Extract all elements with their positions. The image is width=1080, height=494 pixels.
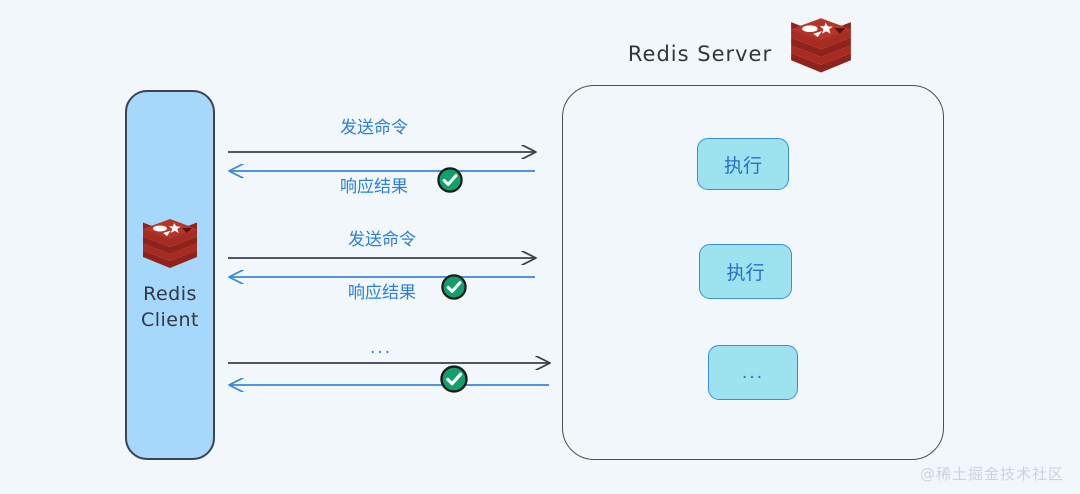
response-label-2: 响应结果	[348, 283, 416, 303]
redis-logo-icon	[791, 18, 851, 73]
server-title: Redis Server	[627, 42, 773, 66]
success-check-icon	[441, 274, 467, 300]
exchange-2-arrows	[228, 258, 536, 277]
request-label-2: 发送命令	[348, 230, 416, 250]
client-label-line2: Client	[140, 309, 199, 331]
response-label-1: 响应结果	[340, 177, 408, 197]
exchange-3-arrows	[228, 363, 550, 385]
redis-client-box[interactable]: Redis Client	[125, 90, 215, 460]
exec-box-2[interactable]: 执行	[699, 244, 792, 299]
client-label-line1: Redis	[143, 283, 197, 305]
redis-logo-icon	[143, 219, 197, 268]
request-label-1: 发送命令	[340, 118, 408, 138]
success-check-icon	[440, 365, 468, 393]
watermark: @稀土掘金技术社区	[919, 465, 1064, 483]
exchange-1-arrows	[228, 152, 536, 171]
exec-box-1[interactable]: 执行	[697, 138, 789, 190]
redis-server-box[interactable]	[562, 85, 944, 460]
exec-box-3[interactable]: ...	[708, 345, 798, 400]
request-label-3: ...	[370, 338, 393, 358]
client-content: Redis Client	[127, 217, 213, 333]
success-check-icon	[437, 167, 463, 193]
client-label: Redis Client	[141, 281, 199, 333]
